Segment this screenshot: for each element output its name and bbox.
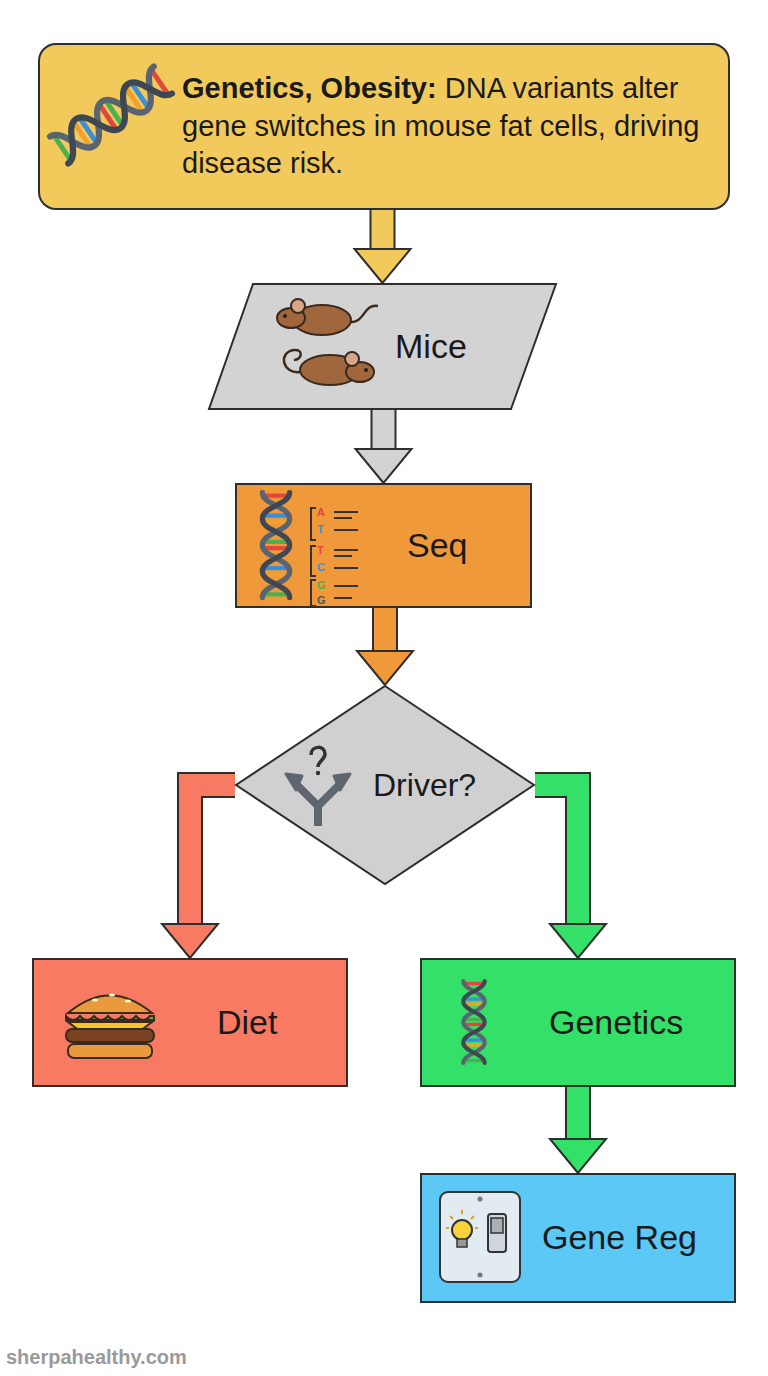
node-label: Diet [217,1003,277,1042]
text-area: Genetics [549,960,720,1085]
arrow-head [357,651,413,685]
text-column: Diet [217,1003,277,1042]
arrow-outline [372,608,398,652]
arrow-shaft [373,410,395,450]
parallelogram-outline [208,283,557,410]
flow-arrow [356,410,412,483]
text-area: Driver? [373,685,521,885]
base-letter: T [317,544,324,556]
watermark: sherpahealthy.com [6,1346,187,1369]
decision-diamond: Driver? [235,685,535,885]
outcome-box: Diet [32,958,348,1087]
flow-arrow [355,210,411,283]
flow-arrow [535,785,606,958]
node-label: Driver? [373,767,476,804]
text-area: Diet [217,960,332,1085]
arrow-shaft [535,785,578,925]
process-box: Gene Reg [420,1173,736,1303]
arrow-outline [565,1087,591,1140]
flow-arrow [162,785,235,958]
flow-arrow [357,608,413,685]
title-paragraph: Genetics, Obesity:DNA variants alter gen… [182,70,714,183]
arrow-head [550,924,606,958]
arrow-shaft [567,1087,589,1140]
base-letter: C [317,561,325,573]
text-area: Mice [395,283,543,410]
node-label: Seq [407,526,468,565]
shape-fill [209,284,556,409]
arrow-head [162,924,218,958]
node-label: Genetics [549,1003,683,1042]
arrow-outline [190,785,235,925]
title-heading: Genetics, Obesity: [182,72,437,104]
outcome-box: Genetics [420,958,736,1087]
text-area: Seq [407,485,516,606]
arrow-head [355,249,411,283]
base-letter: G [317,579,326,591]
arrow-shaft [374,608,396,652]
arrow-head [356,449,412,483]
text-column: Seq [407,526,468,565]
text-column: Genetics [549,1003,683,1042]
base-letter: A [317,506,325,518]
arrow-head [550,1139,606,1173]
text-column: Gene Reg [542,1218,697,1257]
arrow-outline [370,210,396,250]
base-letter: G [317,594,326,606]
base-letter: T [317,523,324,535]
text-column: Driver? [373,767,476,804]
arrow-shaft [190,785,235,925]
arrow-outline [371,410,397,450]
input-parallelogram: Mice [208,283,557,410]
node-label: Gene Reg [542,1218,697,1257]
text-area: Gene Reg [542,1175,720,1301]
flow-arrow [550,1087,606,1173]
arrow-outline [535,785,578,925]
title-box: Genetics, Obesity:DNA variants alter gen… [38,43,730,210]
arrow-shaft [372,210,394,250]
text-area: Genetics, Obesity:DNA variants alter gen… [182,45,714,208]
text-column: Mice [395,327,467,366]
process-box: Seq [235,483,532,608]
shape-fill [236,686,534,884]
node-label: Mice [395,327,467,366]
